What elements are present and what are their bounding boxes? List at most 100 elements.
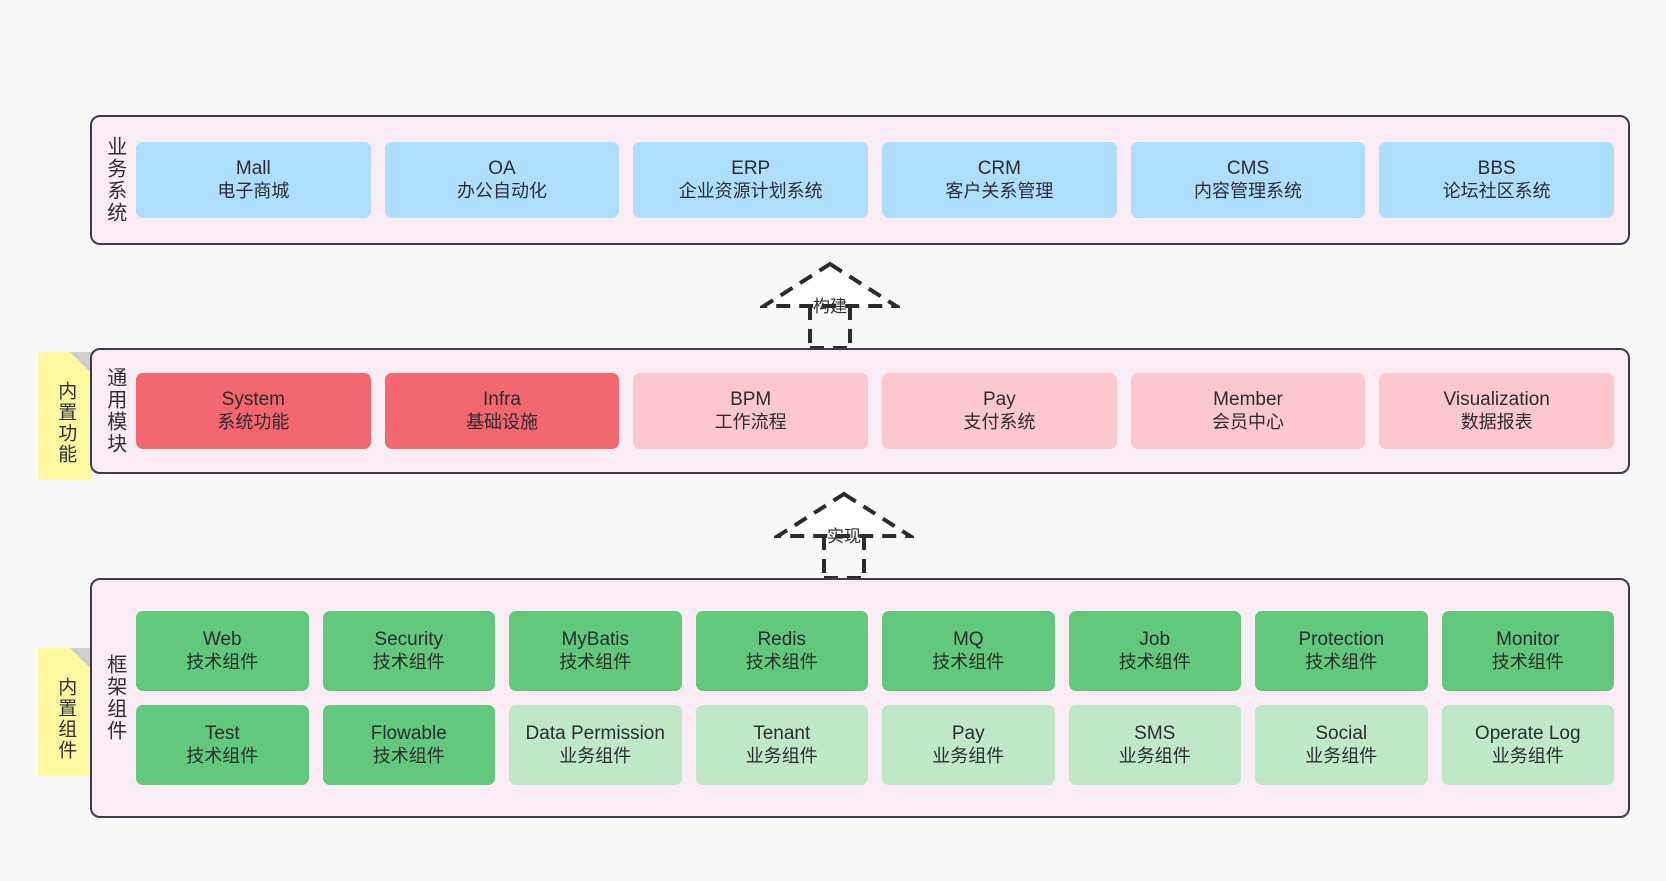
card-pay-component[interactable]: Pay 业务组件 [882, 705, 1055, 785]
card-subtitle: 业务组件 [745, 745, 818, 766]
card-subtitle: 办公自动化 [457, 180, 547, 201]
card-row: Mall 电子商城 OA 办公自动化 ERP 企业资源计划系统 CRM 客户关系… [136, 142, 1615, 218]
card-subtitle: 技术组件 [932, 651, 1005, 672]
card-data-permission[interactable]: Data Permission 业务组件 [509, 705, 682, 785]
card-subtitle: 客户关系管理 [945, 180, 1054, 201]
card-social[interactable]: Social 业务组件 [1255, 705, 1428, 785]
card-subtitle: 工作流程 [714, 411, 787, 432]
card-crm[interactable]: CRM 客户关系管理 [882, 142, 1117, 218]
card-operate-log[interactable]: Operate Log 业务组件 [1441, 705, 1614, 785]
card-test[interactable]: Test 技术组件 [136, 705, 309, 785]
card-subtitle: 内容管理系统 [1194, 180, 1303, 201]
card-title: Redis [757, 629, 807, 651]
card-oa[interactable]: OA 办公自动化 [384, 142, 620, 218]
card-subtitle: 业务组件 [1491, 745, 1564, 766]
card-subtitle: 技术组件 [372, 745, 445, 766]
card-title: BPM [730, 389, 772, 411]
layer-framework-components: 框架组件 Web 技术组件 Security 技术组件 MyBatis 技术组件… [90, 578, 1630, 818]
card-subtitle: 支付系统 [963, 411, 1036, 432]
note-label: 内置功能 [55, 381, 77, 465]
card-title: MyBatis [561, 629, 630, 651]
card-subtitle: 技术组件 [1305, 651, 1378, 672]
layer-body-common-modules: System 系统功能 Infra 基础设施 BPM 工作流程 Pay 支付系统… [136, 350, 1628, 472]
card-title: ERP [731, 158, 771, 180]
card-title: Operate Log [1474, 723, 1581, 745]
card-row: Test 技术组件 Flowable 技术组件 Data Permission … [136, 705, 1614, 785]
card-title: Web [202, 629, 242, 651]
card-title: CRM [977, 158, 1021, 180]
card-visualization[interactable]: Visualization 数据报表 [1379, 373, 1615, 449]
card-job[interactable]: Job 技术组件 [1068, 611, 1241, 691]
note-builtin-components: 内置组件 [38, 648, 92, 776]
card-title: Test [204, 723, 240, 745]
card-title: Job [1139, 629, 1171, 651]
card-title: Data Permission [525, 723, 665, 745]
layer-body-business-systems: Mall 电子商城 OA 办公自动化 ERP 企业资源计划系统 CRM 客户关系… [136, 117, 1628, 243]
card-subtitle: 业务组件 [559, 745, 632, 766]
card-erp[interactable]: ERP 企业资源计划系统 [633, 142, 869, 218]
card-subtitle: 技术组件 [1491, 651, 1564, 672]
card-title: SMS [1134, 723, 1176, 745]
card-title: Monitor [1496, 629, 1560, 651]
card-subtitle: 论坛社区系统 [1442, 180, 1551, 201]
page-fold-icon [70, 648, 92, 670]
card-subtitle: 电子商城 [217, 180, 290, 201]
note-builtin-features: 内置功能 [38, 352, 92, 480]
card-title: OA [488, 158, 516, 180]
card-mall[interactable]: Mall 电子商城 [136, 142, 371, 218]
card-subtitle: 技术组件 [1118, 651, 1191, 672]
card-subtitle: 技术组件 [186, 651, 259, 672]
card-subtitle: 技术组件 [745, 651, 818, 672]
card-subtitle: 基础设施 [466, 411, 538, 432]
page-fold-icon [70, 352, 92, 374]
card-redis[interactable]: Redis 技术组件 [695, 611, 868, 691]
card-pay-module[interactable]: Pay 支付系统 [882, 373, 1117, 449]
card-protection[interactable]: Protection 技术组件 [1255, 611, 1428, 691]
card-row: System 系统功能 Infra 基础设施 BPM 工作流程 Pay 支付系统… [136, 373, 1615, 449]
layer-business-systems: 业务系统 Mall 电子商城 OA 办公自动化 ERP 企业资源计划系统 CRM… [90, 115, 1630, 245]
card-cms[interactable]: CMS 内容管理系统 [1130, 142, 1366, 218]
layer-title-common-modules: 通用模块 [103, 367, 126, 455]
card-subtitle: 技术组件 [186, 745, 259, 766]
card-subtitle: 会员中心 [1212, 411, 1285, 432]
card-title: Protection [1298, 629, 1385, 651]
card-bpm[interactable]: BPM 工作流程 [633, 373, 869, 449]
connector-label-build: 构建 [813, 297, 847, 316]
card-subtitle: 数据报表 [1460, 411, 1533, 432]
layer-body-framework-components: Web 技术组件 Security 技术组件 MyBatis 技术组件 Redi… [136, 580, 1628, 816]
card-title: Member [1213, 389, 1283, 411]
card-subtitle: 技术组件 [372, 651, 445, 672]
card-title: Mall [235, 158, 271, 180]
connector-build: 构建 [757, 260, 903, 350]
card-title: CMS [1226, 158, 1270, 180]
card-mq[interactable]: MQ 技术组件 [882, 611, 1055, 691]
card-title: Visualization [1443, 389, 1550, 411]
card-subtitle: 业务组件 [932, 745, 1005, 766]
card-title: Pay [982, 389, 1016, 411]
card-infra[interactable]: Infra 基础设施 [384, 373, 620, 449]
card-subtitle: 企业资源计划系统 [678, 180, 823, 201]
card-subtitle: 业务组件 [1118, 745, 1191, 766]
card-monitor[interactable]: Monitor 技术组件 [1441, 611, 1614, 691]
card-tenant[interactable]: Tenant 业务组件 [695, 705, 868, 785]
card-subtitle: 技术组件 [559, 651, 632, 672]
card-row: Web 技术组件 Security 技术组件 MyBatis 技术组件 Redi… [136, 611, 1614, 691]
layer-common-modules: 通用模块 System 系统功能 Infra 基础设施 BPM 工作流程 Pay… [90, 348, 1630, 474]
card-mybatis[interactable]: MyBatis 技术组件 [509, 611, 682, 691]
card-title: Security [374, 629, 444, 651]
card-subtitle: 业务组件 [1305, 745, 1378, 766]
card-security[interactable]: Security 技术组件 [322, 611, 495, 691]
card-title: BBS [1477, 158, 1516, 180]
card-system[interactable]: System 系统功能 [136, 373, 371, 449]
card-title: Tenant [753, 723, 811, 745]
card-sms[interactable]: SMS 业务组件 [1068, 705, 1241, 785]
card-web[interactable]: Web 技术组件 [136, 611, 309, 691]
card-member[interactable]: Member 会员中心 [1130, 373, 1366, 449]
card-bbs[interactable]: BBS 论坛社区系统 [1379, 142, 1615, 218]
connector-implement: 实现 [771, 490, 917, 580]
card-title: System [221, 389, 286, 411]
connector-label-implement: 实现 [827, 527, 861, 546]
card-flowable[interactable]: Flowable 技术组件 [322, 705, 495, 785]
layer-title-framework-components: 框架组件 [103, 654, 126, 742]
